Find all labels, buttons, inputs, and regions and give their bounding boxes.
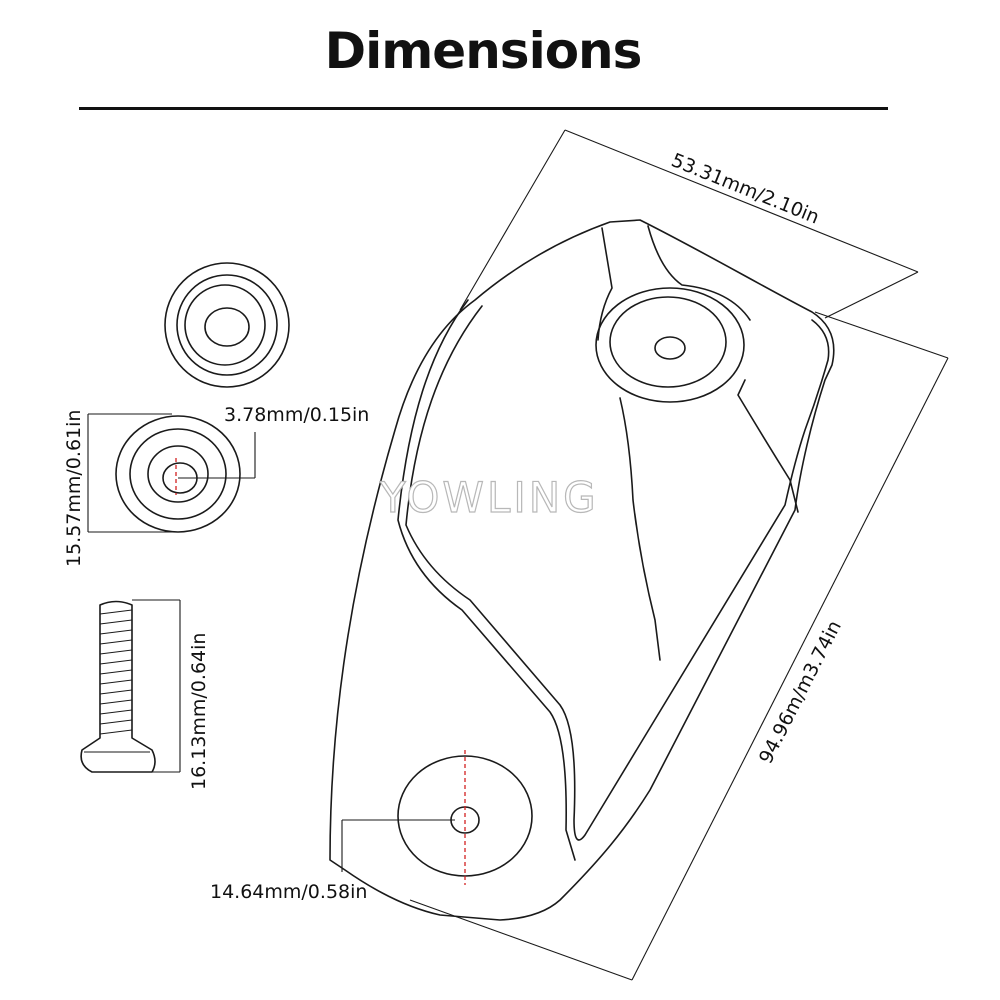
screw-length-label: 16.13mm/0.64in	[188, 633, 210, 790]
washer-top-view	[164, 262, 290, 388]
boss-diameter-dimension: 14.64mm/0.58in	[210, 819, 455, 903]
title-divider	[79, 107, 888, 110]
top-screw-hole	[654, 336, 686, 360]
cover-plate	[329, 219, 835, 921]
screw: 16.13mm/0.64in	[80, 599, 210, 790]
top-boss	[595, 287, 745, 403]
plate-length-dimension: 94.96m/m3.74in	[409, 311, 949, 981]
washer-dimensioned: 3.78mm/0.15in 15.57mm/0.61in	[63, 404, 369, 567]
boss-diameter-label: 14.64mm/0.58in	[210, 881, 367, 903]
plate-width-label: 53.31mm/2.10in	[668, 149, 822, 228]
plate-length-label: 94.96m/m3.74in	[755, 617, 846, 767]
washer-hole-label: 3.78mm/0.15in	[224, 404, 369, 426]
washer-height-label: 15.57mm/0.61in	[63, 410, 85, 567]
page-title: Dimensions	[324, 22, 643, 80]
watermark-text: YOWLING	[379, 473, 599, 522]
